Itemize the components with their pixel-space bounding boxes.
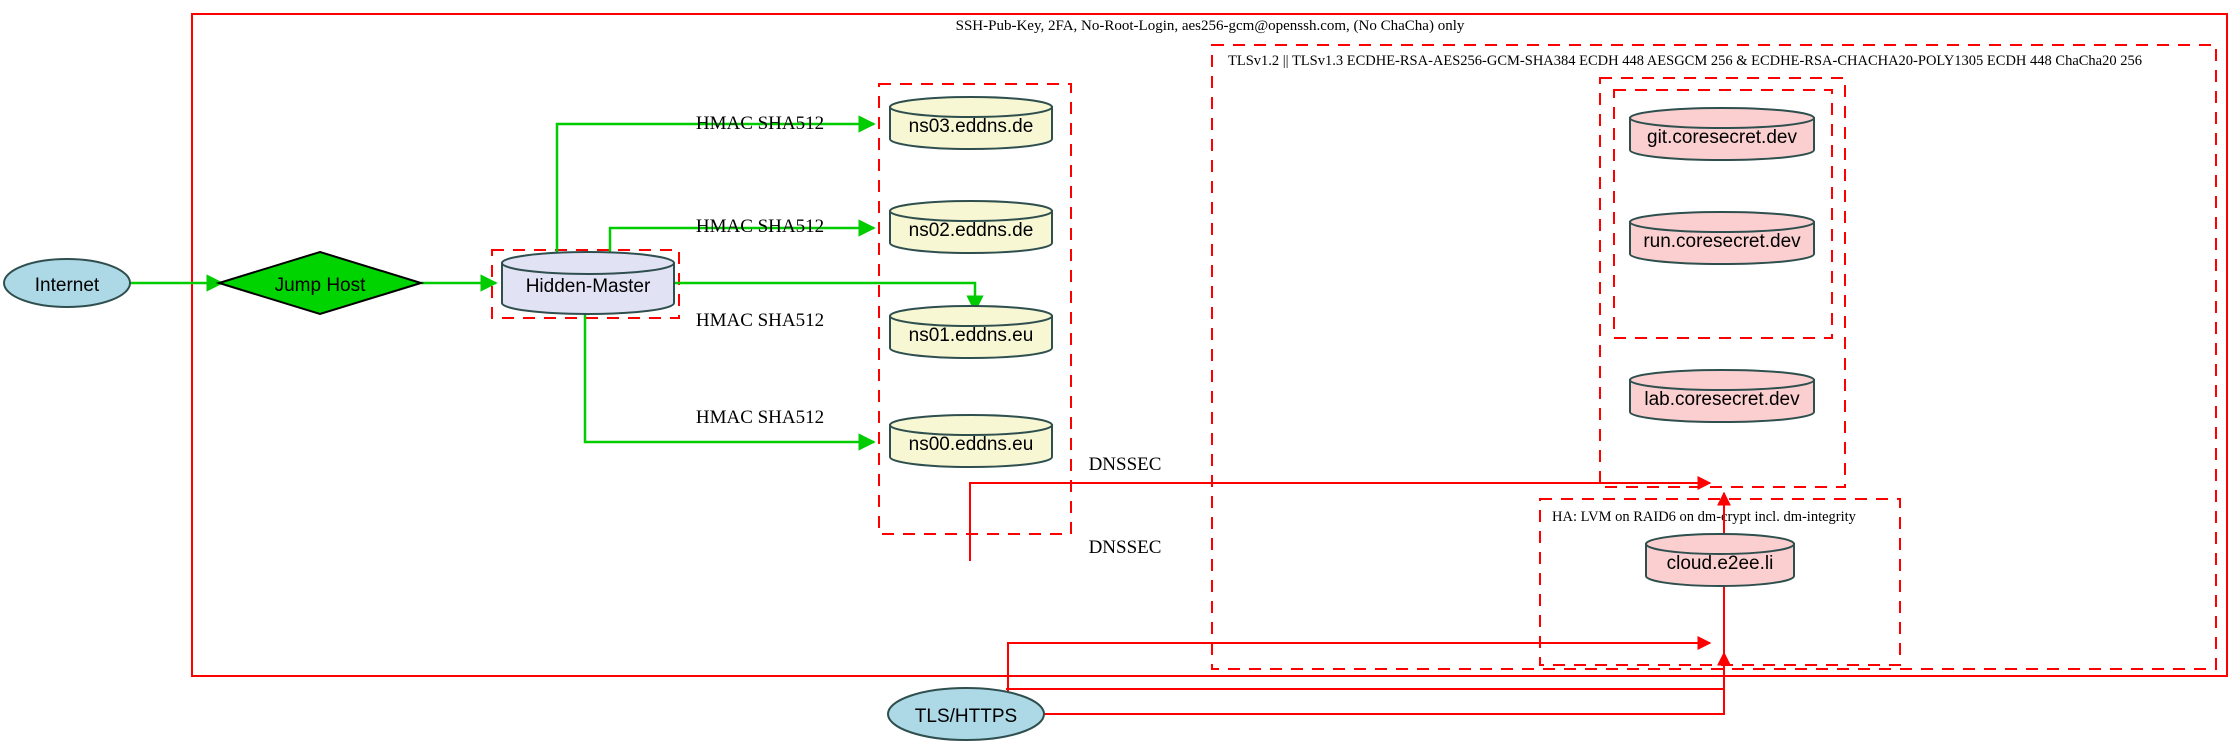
edge-tlshttps-to-cloud bbox=[1044, 651, 1731, 715]
node-ns02[interactable]: ns02.eddns.de bbox=[889, 200, 1053, 254]
edge-label-hmac-ns02: HMAC SHA512 bbox=[696, 216, 824, 237]
cluster-coresecret-inner-box bbox=[1613, 89, 1833, 339]
cluster-dns-box bbox=[878, 83, 1072, 535]
edge-hidden-master-to-ns01 bbox=[675, 281, 984, 313]
edge-hidden-master-to-ns03 bbox=[555, 115, 876, 254]
node-ns00-label: ns00.eddns.eu bbox=[909, 434, 1034, 455]
node-lab-coresecret[interactable]: lab.coresecret.dev bbox=[1629, 369, 1815, 423]
tls-boundary-label: TLSv1.2 || TLSv1.3 ECDHE-RSA-AES256-GCM-… bbox=[1228, 53, 2142, 69]
node-run-coresecret[interactable]: run.coresecret.dev bbox=[1629, 211, 1815, 265]
edge-hidden-master-to-ns02 bbox=[608, 219, 876, 254]
node-internet-label: Internet bbox=[35, 275, 100, 296]
node-ns02-label: ns02.eddns.de bbox=[909, 220, 1034, 241]
node-ns01-label: ns01.eddns.eu bbox=[909, 325, 1034, 346]
node-jump-host-label: Jump Host bbox=[275, 275, 367, 296]
node-ns00[interactable]: ns00.eddns.eu bbox=[889, 414, 1053, 468]
node-ns03[interactable]: ns03.eddns.de bbox=[889, 96, 1053, 150]
node-tls-https-label: TLS/HTTPS bbox=[915, 706, 1017, 727]
cluster-tls-boundary: TLSv1.2 || TLSv1.3 ECDHE-RSA-AES256-GCM-… bbox=[1211, 44, 2217, 670]
cluster-ssh-boundary: SSH-Pub-Key, 2FA, No-Root-Login, aes256-… bbox=[191, 13, 2228, 677]
edge-dnssec-upper bbox=[969, 476, 1712, 561]
edge-hidden-master-to-ns00 bbox=[583, 313, 876, 451]
node-hidden-master[interactable]: Hidden-Master bbox=[501, 251, 675, 315]
node-ns01[interactable]: ns01.eddns.eu bbox=[889, 305, 1053, 359]
node-run-coresecret-label: run.coresecret.dev bbox=[1643, 231, 1801, 252]
node-hidden-master-label: Hidden-Master bbox=[526, 276, 651, 297]
cluster-coresecret-outer-box bbox=[1599, 77, 1846, 488]
edge-label-hmac-ns01: HMAC SHA512 bbox=[696, 310, 824, 331]
edge-dnssec-lower bbox=[1007, 636, 1712, 714]
ssh-boundary-label: SSH-Pub-Key, 2FA, No-Root-Login, aes256-… bbox=[956, 18, 1465, 34]
node-git-coresecret-label: git.coresecret.dev bbox=[1647, 127, 1797, 148]
edge-label-dnssec-lower: DNSSEC bbox=[1089, 537, 1162, 558]
node-cloud-e2ee-label: cloud.e2ee.li bbox=[1667, 553, 1774, 574]
ha-boundary-label: HA: LVM on RAID6 on dm-crypt incl. dm-in… bbox=[1552, 509, 1857, 525]
node-git-coresecret[interactable]: git.coresecret.dev bbox=[1629, 107, 1815, 161]
edge-label-hmac-ns03: HMAC SHA512 bbox=[696, 113, 824, 134]
node-internet[interactable]: Internet bbox=[3, 258, 131, 308]
node-jump-host[interactable]: Jump Host bbox=[215, 250, 425, 316]
node-tls-https[interactable]: TLS/HTTPS bbox=[887, 687, 1045, 741]
edge-label-dnssec-upper: DNSSEC bbox=[1089, 454, 1162, 475]
node-lab-coresecret-label: lab.coresecret.dev bbox=[1644, 389, 1800, 410]
edge-label-hmac-ns00: HMAC SHA512 bbox=[696, 407, 824, 428]
node-ns03-label: ns03.eddns.de bbox=[909, 116, 1034, 137]
node-cloud-e2ee[interactable]: cloud.e2ee.li bbox=[1645, 533, 1795, 587]
